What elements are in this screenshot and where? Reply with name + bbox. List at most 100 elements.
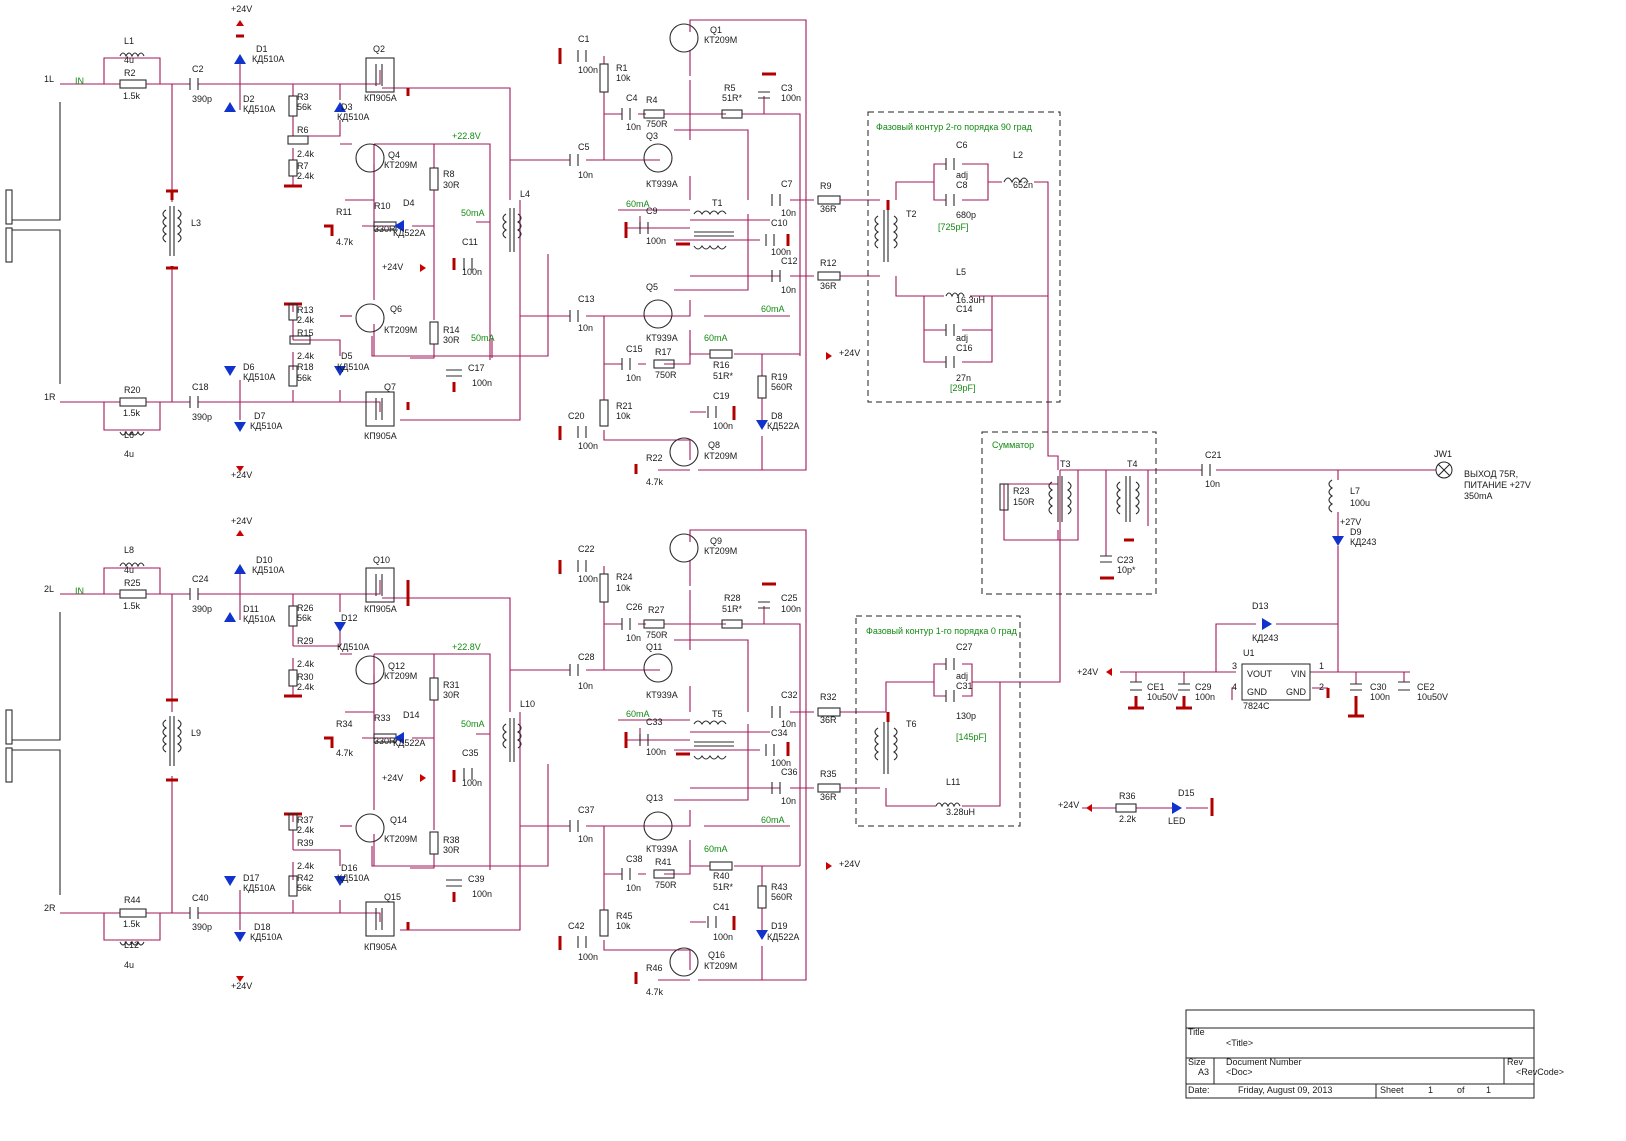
component-label: 2.2k — [1119, 814, 1137, 824]
component-label: Q1 — [710, 25, 722, 35]
component-label: КД510А — [243, 372, 275, 382]
component-label: R1 — [616, 63, 628, 73]
component-label: A3 — [1198, 1067, 1209, 1077]
component-label: 100n — [771, 247, 791, 257]
component-label: R4 — [646, 95, 658, 105]
component-label: 7824C — [1243, 701, 1270, 711]
component-label: R19 — [771, 372, 788, 382]
component-label: 100n — [713, 421, 733, 431]
component-label: 10n — [781, 719, 796, 729]
component-label: 4.7k — [646, 477, 664, 487]
component-label: Friday, August 09, 2013 — [1238, 1085, 1332, 1095]
component-label: R10 — [374, 201, 391, 211]
component-label: D1 — [256, 44, 268, 54]
component-label: D9 — [1350, 527, 1362, 537]
wires-right — [880, 163, 1436, 809]
output-jack — [1435, 461, 1453, 479]
component-label: C22 — [578, 544, 595, 554]
component-label: R9 — [820, 181, 832, 191]
component-label: 2.4k — [297, 659, 315, 669]
component-label: C42 — [568, 921, 585, 931]
component-label: Q8 — [708, 440, 720, 450]
component-label: 750R — [655, 370, 677, 380]
component-label: D10 — [256, 555, 273, 565]
component-label: U1 — [1243, 648, 1255, 658]
component-label: IN — [75, 76, 84, 86]
component-label: R41 — [655, 857, 672, 867]
component-label: КД243 — [1252, 633, 1278, 643]
component-label: КД510А — [243, 614, 275, 624]
component-label: 330R — [374, 736, 396, 746]
component-label: 100n — [472, 889, 492, 899]
component-label: R27 — [648, 605, 665, 615]
component-label: 1 — [1428, 1085, 1433, 1095]
component-label: L12 — [124, 940, 139, 950]
component-label: C26 — [626, 602, 643, 612]
component-label: D3 — [341, 102, 353, 112]
component-label: C17 — [468, 363, 485, 373]
component-label: VOUT — [1247, 669, 1273, 679]
component-label: КТ939А — [646, 333, 678, 343]
resistors — [119, 63, 1137, 937]
component-label: D7 — [254, 411, 266, 421]
component-label: КД510А — [250, 932, 282, 942]
ground-bars — [166, 34, 1364, 984]
output-note-3: 350mA — [1464, 491, 1493, 501]
component-label: 750R — [655, 880, 677, 890]
component-label: adj — [956, 671, 968, 681]
component-label: КТ209М — [384, 325, 417, 335]
component-label: КТ939А — [646, 179, 678, 189]
component-label: КТ939А — [646, 690, 678, 700]
component-label: C30 — [1370, 682, 1387, 692]
component-label: 100n — [646, 747, 666, 757]
component-label: 100n — [646, 236, 666, 246]
component-label: R45 — [616, 911, 633, 921]
component-label: 2.4k — [297, 861, 315, 871]
component-label: 100n — [713, 932, 733, 942]
component-label: КТ209М — [384, 834, 417, 844]
component-label: Q16 — [708, 950, 725, 960]
component-label: 4u — [124, 449, 134, 459]
component-label: 2 — [1319, 682, 1324, 692]
component-label: КД510А — [337, 112, 369, 122]
component-label: R30 — [297, 672, 314, 682]
component-label: +24V — [231, 470, 252, 480]
component-label: T3 — [1060, 459, 1071, 469]
component-label: 4u — [124, 960, 134, 970]
component-label: 1.5k — [123, 919, 141, 929]
component-label: 56k — [297, 373, 312, 383]
component-label: КТ209М — [704, 961, 737, 971]
component-label: +27V — [1340, 517, 1361, 527]
component-label: Title — [1188, 1027, 1205, 1037]
component-label: R21 — [616, 401, 633, 411]
component-label: R44 — [124, 895, 141, 905]
component-label: R13 — [297, 305, 314, 315]
component-label: T1 — [712, 198, 723, 208]
component-label: L6 — [124, 430, 134, 440]
component-label: Q11 — [646, 642, 662, 652]
component-label: D2 — [243, 94, 255, 104]
output-note-2: ПИТАНИЕ +27V — [1464, 480, 1531, 490]
component-label: C35 — [462, 748, 479, 758]
component-label: 100n — [771, 758, 791, 768]
component-label: GND — [1286, 687, 1307, 697]
component-label: [725pF] — [938, 222, 969, 232]
component-label: R3 — [297, 92, 309, 102]
component-label: 100n — [462, 267, 482, 277]
component-label: 36R — [820, 792, 837, 802]
component-label: R40 — [713, 871, 730, 881]
component-label: C29 — [1195, 682, 1212, 692]
component-label: 56k — [297, 102, 312, 112]
component-label: 10k — [616, 73, 631, 83]
component-label: КП905А — [364, 942, 397, 952]
component-label: LED — [1168, 816, 1186, 826]
component-label: 330R — [374, 224, 396, 234]
component-label: 60mA — [626, 199, 650, 209]
component-label: GND — [1247, 687, 1268, 697]
wires-upper — [60, 19, 880, 471]
component-label: 51R* — [722, 604, 743, 614]
component-label: Q9 — [710, 536, 722, 546]
component-label: 60mA — [761, 304, 785, 314]
